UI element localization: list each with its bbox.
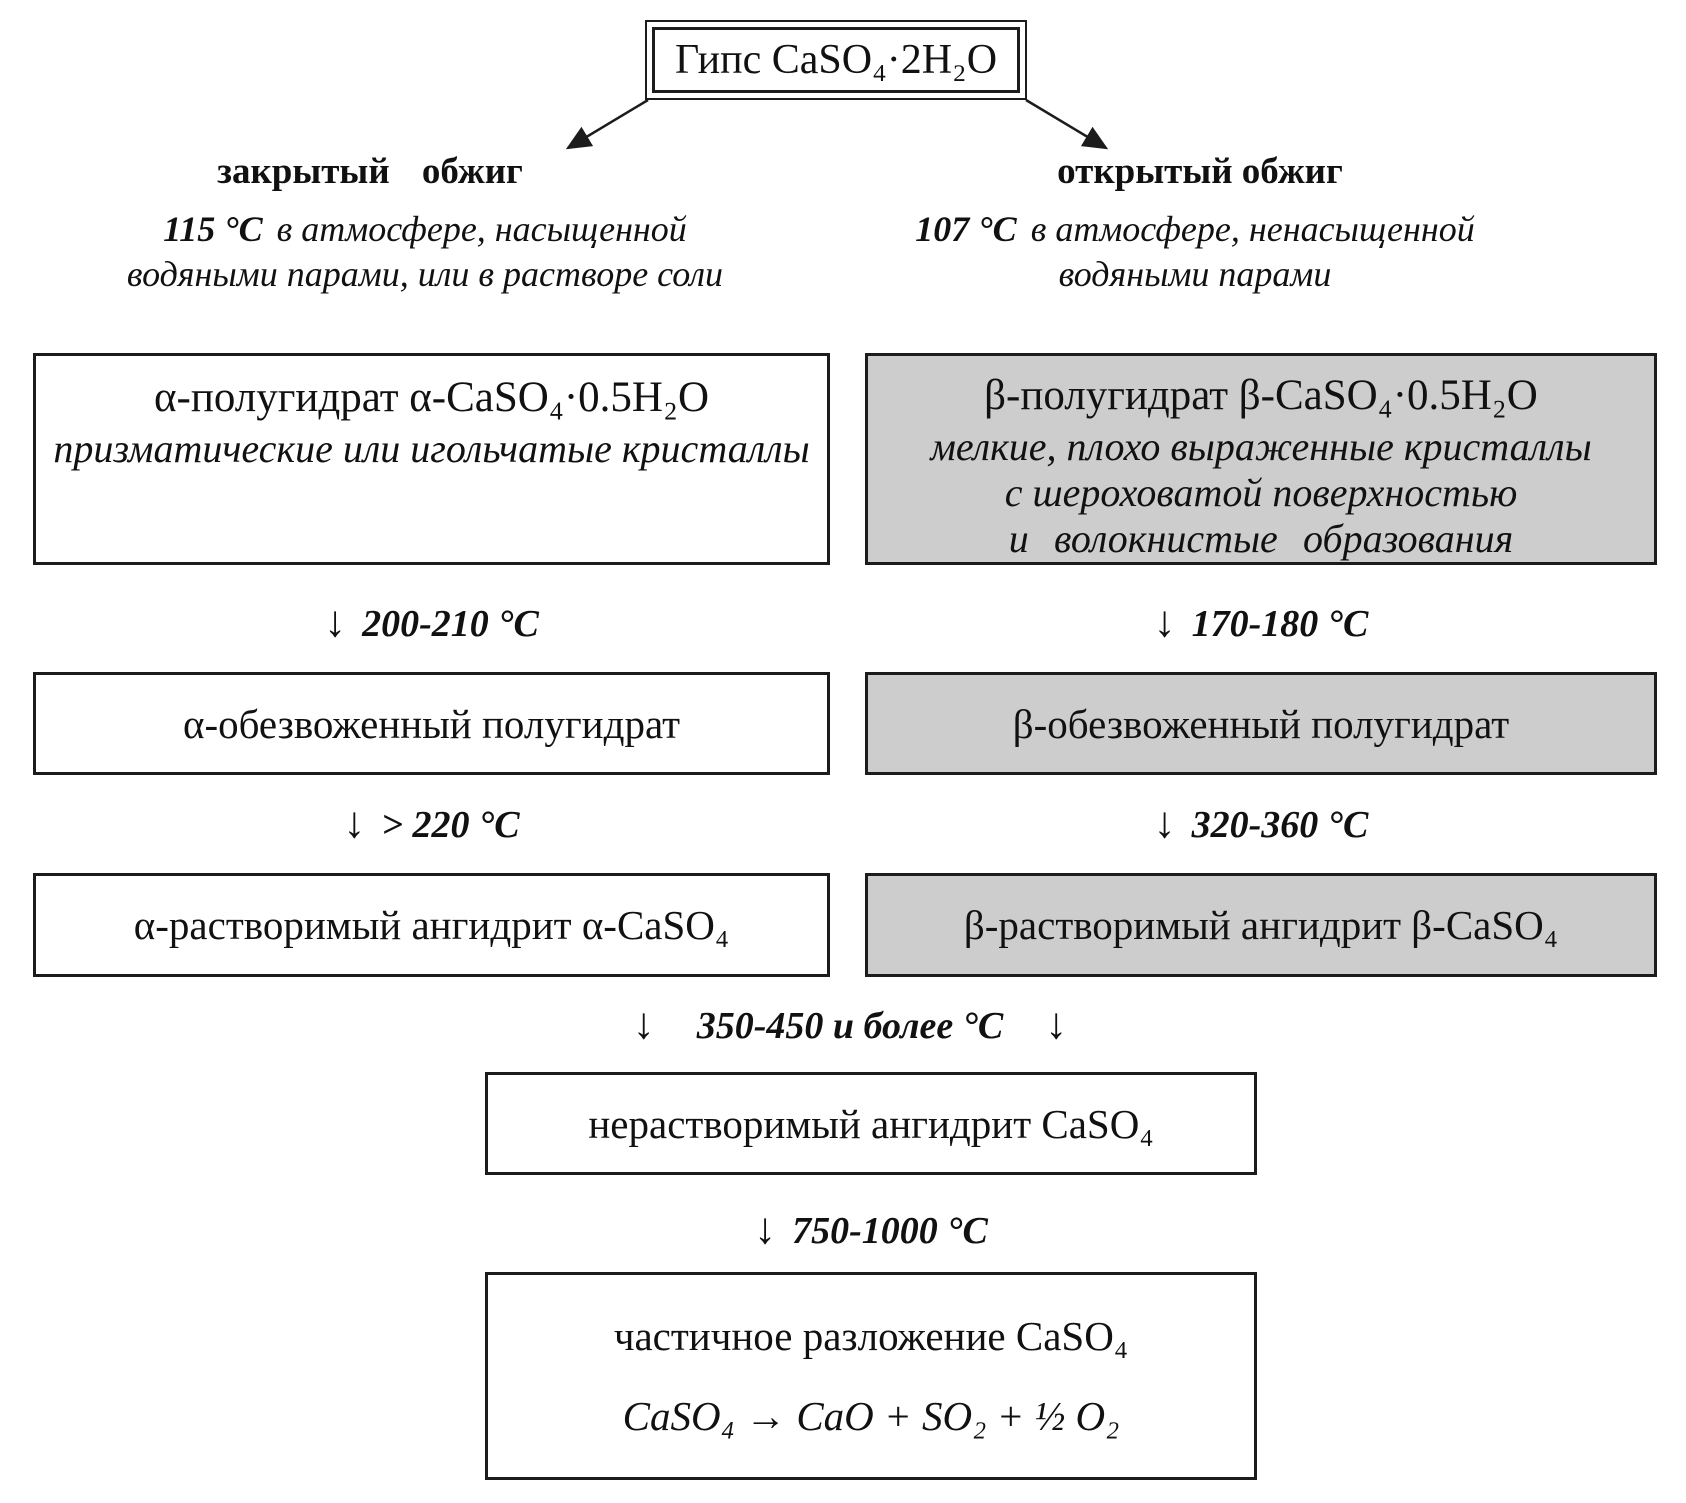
left-branch-condition: 115 °C в атмосфере, насыщенной водяными п…: [20, 207, 830, 297]
down-arrow-icon: ↓: [1153, 597, 1176, 646]
node-partial-decomposition-title: частичное разложение CaSO₄: [613, 1313, 1129, 1359]
root-node-label: Гипс CaSO₄·2H₂O: [674, 37, 998, 83]
merged-transition-1-label: 350-450 и более °C: [696, 1005, 1004, 1047]
node-beta-dehydrated: β-обезвоженный полугидрат: [865, 672, 1657, 775]
node-alpha-hemihydrate-desc: призматические или игольчатые кристаллы: [53, 426, 810, 471]
node-beta-dehydrated-label: β-обезвоженный полугидрат: [1012, 700, 1510, 747]
left-condition-text2: водяными парами, или в растворе соли: [126, 254, 724, 294]
node-alpha-soluble-anhydrite-label: α-растворимый ангидрит α-CaSO₄: [133, 902, 730, 948]
right-branch-title: открытый обжиг: [1057, 151, 1343, 192]
node-insoluble-anhydrite: нерастворимый ангидрит CaSO₄: [485, 1072, 1257, 1175]
node-alpha-dehydrated-label: α-обезвоженный полугидрат: [182, 700, 681, 747]
node-beta-soluble-anhydrite-label: β-растворимый ангидрит β-CaSO₄: [963, 902, 1559, 948]
node-insoluble-anhydrite-label: нерастворимый ангидрит CaSO₄: [588, 1100, 1154, 1147]
down-arrow-icon: ↓: [632, 999, 655, 1048]
right-transition-1: ↓ 170-180 °C: [865, 596, 1657, 647]
right-condition-line1: 107 °C в атмосфере, ненасыщенной: [890, 207, 1500, 252]
left-condition-line1: 115 °C в атмосфере, насыщенной: [20, 207, 830, 252]
right-branch-condition: 107 °C в атмосфере, ненасыщенной водяными…: [890, 207, 1500, 297]
left-transition-2: ↓ > 220 °C: [33, 797, 830, 848]
down-arrow-icon: ↓: [343, 798, 366, 847]
node-beta-soluble-anhydrite: β-растворимый ангидрит β-CaSO₄: [865, 873, 1657, 977]
right-condition-text1: в атмосфере, ненасыщенной: [1030, 209, 1475, 249]
right-condition-text2: водяными парами: [1058, 254, 1332, 294]
root-node-gypsum-box: Гипс CaSO₄·2H₂O: [645, 20, 1027, 100]
node-beta-hemihydrate-desc1: мелкие, плохо выраженные кристаллы: [930, 424, 1592, 469]
merged-transition-2-label: 750-1000 °C: [792, 1210, 988, 1252]
right-transition-2-label: 320-360 °C: [1191, 804, 1369, 846]
down-arrow-icon: ↓: [324, 597, 347, 646]
left-temperature: 115 °C: [163, 209, 263, 249]
node-beta-hemihydrate-desc2: с шероховатой поверхностью: [1004, 470, 1518, 515]
left-transition-1-label: 200-210 °C: [362, 603, 539, 645]
left-branch-title: закрытый обжиг: [217, 151, 523, 192]
down-arrow-icon: ↓: [754, 1204, 777, 1253]
left-branch-arrow-line: [565, 98, 649, 150]
right-temperature: 107 °C: [915, 209, 1017, 249]
left-transition-1: ↓ 200-210 °C: [33, 596, 830, 647]
node-partial-decomposition: частичное разложение CaSO₄ CaSO₄ → CaO +…: [485, 1272, 1257, 1480]
merged-transition-2: ↓ 750-1000 °C: [485, 1203, 1257, 1254]
left-transition-2-label: > 220 °C: [381, 804, 520, 846]
root-node-gypsum-inner: Гипс CaSO₄·2H₂O: [652, 27, 1020, 93]
node-alpha-hemihydrate: α-полугидрат α-CaSO₄·0.5H₂O призматическ…: [33, 353, 830, 565]
decomposition-equation: CaSO₄ → CaO + SO₂ + ½ O₂: [622, 1393, 1120, 1439]
node-alpha-dehydrated: α-обезвоженный полугидрат: [33, 672, 830, 775]
merged-transition-1: ↓ 350-450 и более °C ↓: [450, 998, 1250, 1049]
down-arrow-icon: ↓: [1153, 798, 1176, 847]
right-transition-2: ↓ 320-360 °C: [865, 797, 1657, 848]
node-beta-hemihydrate-desc3: и волокнистые образования: [1008, 516, 1514, 561]
down-arrow-icon: ↓: [1045, 999, 1068, 1048]
right-branch-arrow-line: [1025, 98, 1109, 150]
node-beta-hemihydrate-title: β-полугидрат β-CaSO₄·0.5H₂O: [984, 372, 1538, 419]
left-condition-text1: в атмосфере, насыщенной: [276, 209, 687, 249]
node-beta-hemihydrate: β-полугидрат β-CaSO₄·0.5H₂O мелкие, плох…: [865, 353, 1657, 565]
node-alpha-hemihydrate-title: α-полугидрат α-CaSO₄·0.5H₂O: [153, 374, 710, 421]
node-alpha-soluble-anhydrite: α-растворимый ангидрит α-CaSO₄: [33, 873, 830, 977]
right-transition-1-label: 170-180 °C: [1191, 603, 1369, 645]
